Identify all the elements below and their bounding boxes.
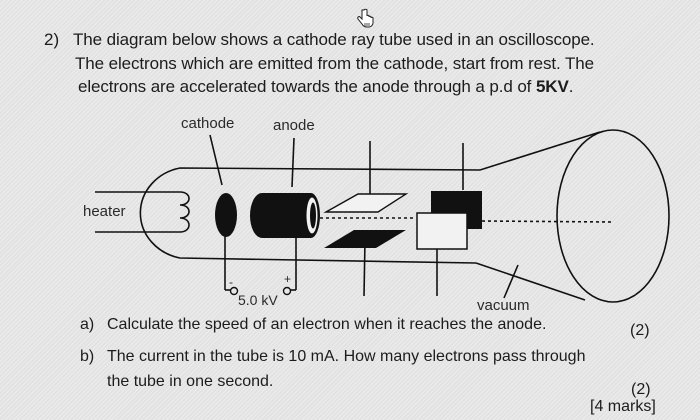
part-a-text: Calculate the speed of an electron when …: [107, 316, 547, 333]
part-b-marks: (2): [631, 381, 651, 398]
part-a-marks: (2): [630, 322, 650, 339]
cathode-label: cathode: [181, 115, 235, 132]
total-marks: [4 marks]: [590, 398, 656, 415]
anode-label: anode: [273, 117, 315, 134]
vacuum-label: vacuum: [477, 297, 530, 314]
positive-terminal-label: +: [284, 272, 292, 286]
pd-value: 5KV: [535, 77, 569, 96]
part-b-letter: b): [80, 348, 95, 365]
part-b-text: The current in the tube is 10 mA. How ma…: [107, 348, 586, 365]
question-intro-line-1: The diagram below shows a cathode ray tu…: [73, 30, 595, 49]
supply-voltage-label: 5.0 kV: [238, 292, 278, 308]
part-a-letter: a): [80, 316, 95, 333]
heater-label: heater: [83, 203, 126, 220]
part-b-text-cont: the tube in one second.: [107, 373, 274, 390]
question-intro-line-2: The electrons which are emitted from the…: [75, 54, 594, 73]
negative-terminal-label: -: [229, 275, 233, 289]
question-number: 2): [44, 30, 60, 49]
question-intro-line-3: electrons are accelerated towards the an…: [78, 77, 574, 96]
hand-pointer-icon: [355, 8, 375, 30]
